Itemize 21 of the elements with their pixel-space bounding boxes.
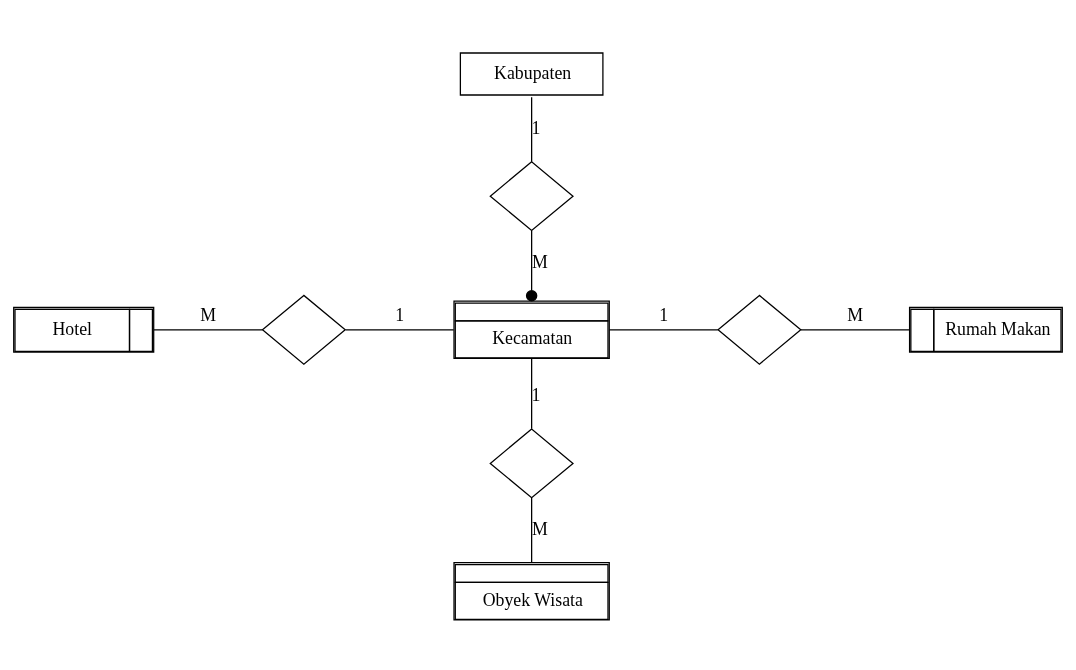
connector [531, 357, 533, 429]
edge-label: M [847, 304, 864, 325]
connector [800, 328, 910, 330]
edge-label: 1 [531, 117, 541, 138]
edge-label: M [531, 518, 548, 539]
node-diamond [489, 427, 574, 499]
connector [153, 328, 264, 330]
edge-label: 1 [395, 304, 405, 325]
edge-label: M [531, 251, 548, 272]
connector [608, 328, 719, 330]
node-diamond [261, 294, 347, 365]
node-diamond [717, 294, 802, 365]
edge-label: 1 [531, 384, 541, 405]
connector [525, 229, 538, 302]
node-diamond [489, 160, 574, 231]
edge-label: 1 [659, 304, 669, 325]
connector [531, 496, 533, 563]
connector [531, 96, 533, 162]
edge-label: M [200, 304, 217, 325]
node-box: Kabupaten [459, 51, 604, 96]
connector [345, 328, 455, 330]
